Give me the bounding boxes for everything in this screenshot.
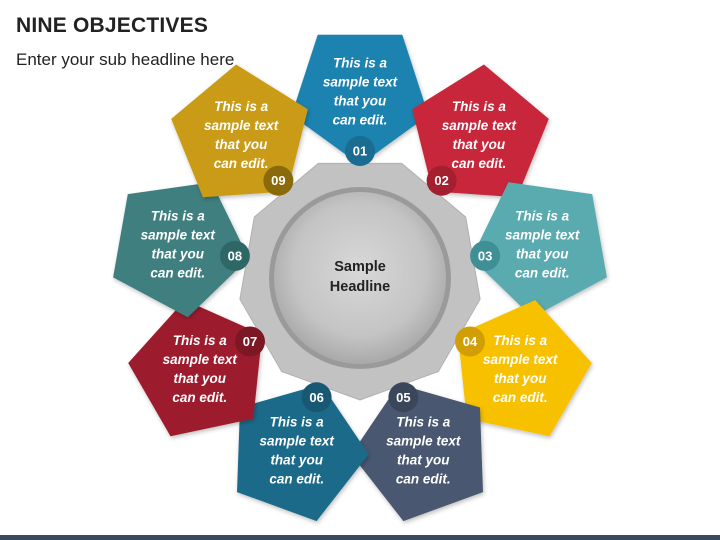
objective-text-line: can edit. <box>214 156 269 171</box>
objective-petal <box>412 64 549 198</box>
objective-04: This is a sample text that you can edit. <box>457 300 592 437</box>
number-circle <box>345 136 375 166</box>
objective-text-line: sample text <box>323 75 398 90</box>
objective-text-line: This is a <box>333 56 388 71</box>
objective-text-line: sample text <box>386 433 461 448</box>
objective-petal <box>128 300 263 437</box>
number-circle <box>235 326 265 357</box>
objective-text-line: sample text <box>204 118 279 133</box>
objective-text-line: This is a <box>515 208 570 223</box>
objective-03: This is a sample text that you can edit. <box>471 182 607 318</box>
objective-petal <box>237 384 369 522</box>
objective-text-line: can edit. <box>269 471 324 486</box>
objective-number: 05 <box>396 390 410 405</box>
objective-text-line: This is a <box>270 414 325 429</box>
number-circle <box>470 240 501 271</box>
number-circle <box>455 326 485 357</box>
objective-number: 01 <box>353 144 367 159</box>
objective-text-line: sample text <box>483 352 558 367</box>
objective-number: 08 <box>228 248 242 263</box>
objective-text-line: can edit. <box>515 265 570 280</box>
objective-number-badge: 03 <box>470 240 501 271</box>
objective-05: This is a sample text that you can edit. <box>351 384 483 522</box>
objective-text-line: sample text <box>505 227 580 242</box>
page-title: NINE OBJECTIVES <box>16 14 209 37</box>
objective-text-line: that you <box>174 371 227 386</box>
page-subtitle: Enter your sub headline here <box>16 50 235 69</box>
center-headline-line1: Sample <box>334 259 386 275</box>
objective-02: This is a sample text that you can edit. <box>412 64 549 198</box>
objective-number: 03 <box>478 248 492 263</box>
number-circle <box>301 382 332 413</box>
objective-petal <box>351 384 483 522</box>
objective-petal <box>113 182 249 318</box>
objective-number-badge: 07 <box>235 326 265 357</box>
objective-text-line: This is a <box>452 99 507 114</box>
objective-number-badge: 05 <box>388 382 419 413</box>
objective-number-badge: 01 <box>345 136 375 166</box>
objective-text-line: This is a <box>396 414 451 429</box>
objective-text-line: can edit. <box>150 265 205 280</box>
objective-01: This is a sample text that you can edit. <box>291 34 429 165</box>
objective-petal <box>171 64 308 198</box>
bottom-accent-bar <box>0 535 720 540</box>
objective-number: 02 <box>434 173 448 188</box>
objective-number-badge: 02 <box>426 165 457 196</box>
number-circle <box>219 240 250 271</box>
objective-number-badge: 06 <box>301 382 332 413</box>
objective-text-line: sample text <box>141 227 216 242</box>
objective-text-line: can edit. <box>396 471 451 486</box>
objective-text-line: This is a <box>214 99 269 114</box>
number-circle <box>263 165 294 196</box>
objective-text-line: can edit. <box>172 390 227 405</box>
objective-text-line: that you <box>397 452 450 467</box>
objective-number: 06 <box>309 390 323 405</box>
objective-text-line: This is a <box>493 333 548 348</box>
objective-text-line: This is a <box>173 333 228 348</box>
objective-text-line: that you <box>270 452 323 467</box>
objective-text-line: that you <box>215 137 268 152</box>
objective-number: 07 <box>243 334 257 349</box>
center-circle <box>274 192 446 364</box>
objective-number-circles: 01 02 03 04 05 06 07 08 09 <box>219 136 501 413</box>
objective-text-line: that you <box>152 246 205 261</box>
objective-text-line: can edit. <box>493 390 548 405</box>
objective-09: This is a sample text that you can edit. <box>171 64 308 198</box>
objective-07: This is a sample text that you can edit. <box>128 300 263 437</box>
objective-08: This is a sample text that you can edit. <box>113 182 249 318</box>
objective-text-line: This is a <box>151 208 206 223</box>
objective-number: 04 <box>463 334 478 349</box>
objective-number-badge: 04 <box>455 326 485 357</box>
objective-number: 09 <box>271 173 285 188</box>
objective-text-line: sample text <box>260 433 335 448</box>
objective-text-line: can edit. <box>452 156 507 171</box>
objective-number-badge: 08 <box>219 240 250 271</box>
objective-text-line: that you <box>516 246 569 261</box>
objective-petal <box>471 182 607 318</box>
objective-text-line: that you <box>453 137 506 152</box>
number-circle <box>388 382 419 413</box>
center-headline-line2: Headline <box>330 279 390 295</box>
objective-petal <box>457 300 592 437</box>
objective-text-line: sample text <box>163 352 238 367</box>
objective-text-line: can edit. <box>333 113 388 128</box>
number-circle <box>426 165 457 196</box>
objective-number-badge: 09 <box>263 165 294 196</box>
objective-text-line: that you <box>494 371 547 386</box>
objective-petal <box>291 34 429 165</box>
objective-06: This is a sample text that you can edit. <box>237 384 369 522</box>
objective-text-line: sample text <box>442 118 517 133</box>
objective-text-line: that you <box>334 94 387 109</box>
